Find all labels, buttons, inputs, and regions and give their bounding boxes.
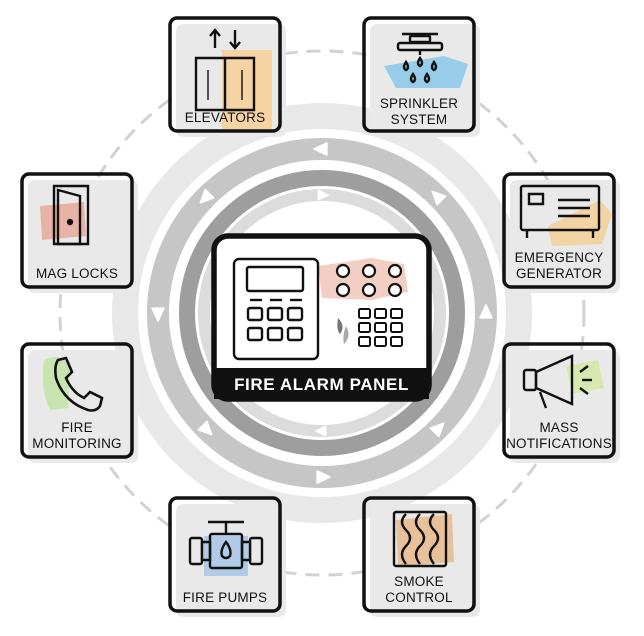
node-sprinkler-line2: SYSTEM xyxy=(391,112,448,127)
node-smoke-control[interactable]: SMOKE CONTROL xyxy=(362,496,480,617)
panel-keypad-icon xyxy=(234,259,318,359)
middle-flow-arrow xyxy=(313,142,328,156)
node-generator-line2: GENERATOR xyxy=(516,266,602,281)
panel-flame-icon xyxy=(337,318,349,344)
phone-icon xyxy=(55,358,102,411)
node-monitoring-line1: FIRE xyxy=(61,420,93,435)
middle-flow-arrow xyxy=(479,304,493,319)
panel-indicator-lights-icon xyxy=(337,265,401,296)
node-elevators-frame xyxy=(168,16,282,133)
node-mass-frame xyxy=(502,342,616,459)
node-monitoring-accent xyxy=(42,357,70,410)
node-mass-line1: MASS xyxy=(539,420,578,435)
node-generator[interactable]: EMERGENCY GENERATOR xyxy=(502,172,620,293)
elevator-icon xyxy=(196,30,254,110)
outer-light-ring xyxy=(112,103,532,523)
middle-flow-arrow xyxy=(316,470,331,484)
node-monitoring-line2: MONITORING xyxy=(32,436,122,451)
middle-flow-arrow xyxy=(197,420,213,436)
node-monitoring-frame xyxy=(20,342,134,459)
megaphone-icon xyxy=(524,356,592,408)
panel-small-keypad-icon xyxy=(359,309,402,346)
panel-label: FIRE ALARM PANEL xyxy=(234,375,409,394)
inner-flow-arrow xyxy=(315,425,327,437)
inner-dark-ring xyxy=(179,170,465,456)
smoke-icon xyxy=(394,512,446,566)
node-mag-locks[interactable]: MAG LOCKS xyxy=(20,172,138,293)
door-icon xyxy=(54,186,88,244)
middle-flow-arrow xyxy=(151,307,165,322)
generator-icon xyxy=(521,186,599,238)
node-fire-monitoring[interactable]: FIRE MONITORING xyxy=(20,342,138,463)
middle-flow-arrow xyxy=(431,190,447,206)
node-generator-accent xyxy=(548,200,612,246)
node-maglocks-accent xyxy=(40,202,86,240)
node-pumps-frame xyxy=(168,496,282,613)
node-pumps-line1: FIRE PUMPS xyxy=(183,590,268,605)
node-sprinkler[interactable]: SPRINKLER SYSTEM xyxy=(362,16,480,137)
node-mass-notifications[interactable]: MASS NOTIFICATIONS xyxy=(502,342,620,463)
node-elevators-accent xyxy=(222,50,272,132)
node-mass-line2: NOTIFICATIONS xyxy=(506,436,612,451)
node-sprinkler-line1: SPRINKLER xyxy=(380,96,458,111)
sprinkler-icon xyxy=(398,34,442,82)
inner-flow-arrow xyxy=(317,189,329,201)
middle-flow-arrow xyxy=(429,422,445,438)
node-maglocks-line1: MAG LOCKS xyxy=(36,266,118,281)
fire-alarm-panel[interactable]: FIRE ALARM PANEL xyxy=(211,233,432,402)
pump-icon xyxy=(190,522,262,568)
node-smoke-line2: CONTROL xyxy=(385,590,453,605)
node-smoke-frame xyxy=(362,496,476,613)
outer-dashed-ring xyxy=(58,49,586,577)
node-generator-frame xyxy=(502,172,616,289)
node-elevators-line1: ELEVATORS xyxy=(185,110,266,125)
middle-flow-arrow xyxy=(199,188,215,204)
node-sprinkler-frame xyxy=(362,16,476,133)
panel-label-bar-bottom xyxy=(214,368,429,399)
node-maglocks-frame xyxy=(20,172,134,289)
node-elevators[interactable]: ELEVATORS xyxy=(168,16,286,137)
node-generator-line1: EMERGENCY xyxy=(515,250,604,265)
node-mass-accent xyxy=(566,360,604,394)
node-fire-pumps[interactable]: FIRE PUMPS xyxy=(168,496,286,617)
node-smoke-line1: SMOKE xyxy=(394,574,444,589)
